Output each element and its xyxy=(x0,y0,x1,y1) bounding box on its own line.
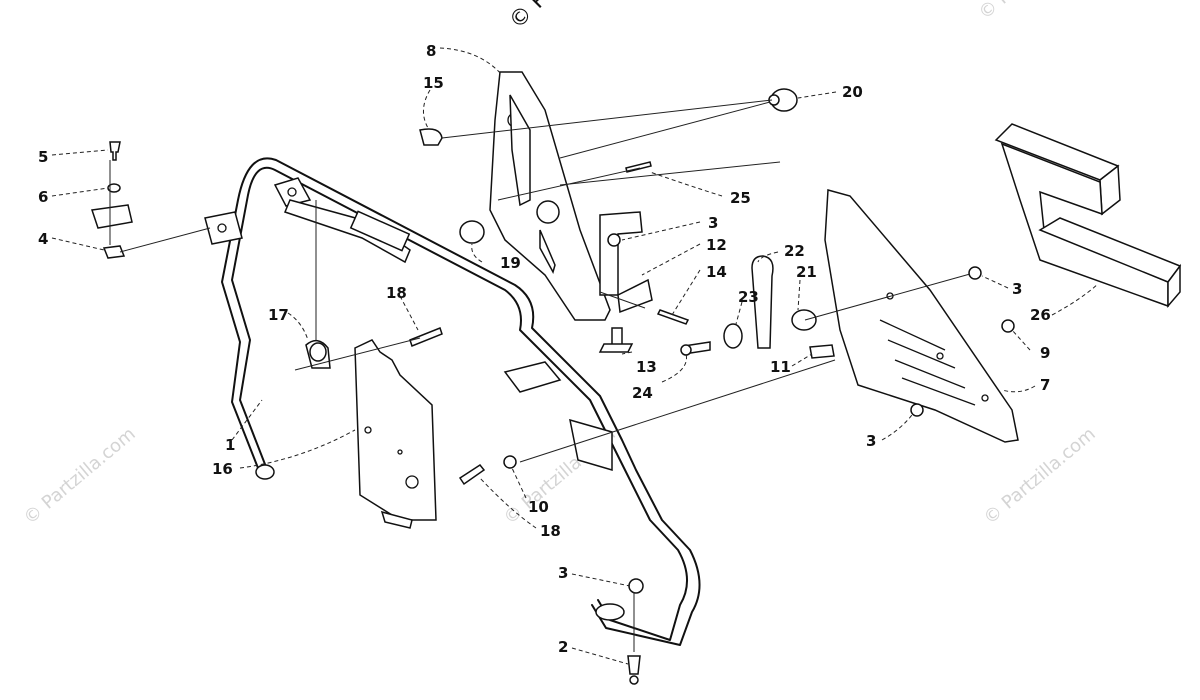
callout-6: 6 xyxy=(38,188,48,206)
callout-26: 26 xyxy=(1030,306,1051,324)
callout-8: 8 xyxy=(426,42,436,60)
callout-22: 22 xyxy=(784,242,805,260)
callout-16: 16 xyxy=(212,460,233,478)
pad-26 xyxy=(994,123,1182,309)
callout-13: 13 xyxy=(636,358,657,376)
side-plate-7 xyxy=(824,189,1019,443)
callout-leaders xyxy=(51,47,1099,665)
callout-labels: 8 15 20 5 6 4 25 3 12 19 14 22 21 3 26 1… xyxy=(38,42,1051,656)
callout-3-b: 3 xyxy=(1012,280,1022,298)
callout-18-a: 18 xyxy=(386,284,407,302)
plate-16 xyxy=(354,339,437,529)
callout-25: 25 xyxy=(730,189,751,207)
callout-15: 15 xyxy=(423,74,444,92)
callout-3-c: 3 xyxy=(558,564,568,582)
assembly-lines xyxy=(109,99,971,652)
callout-5: 5 xyxy=(38,148,48,166)
callout-24: 24 xyxy=(632,384,653,402)
callout-23: 23 xyxy=(738,288,759,306)
bracket-8 xyxy=(489,71,611,321)
small-parts xyxy=(91,88,1015,685)
callout-21: 21 xyxy=(796,263,817,281)
callout-20: 20 xyxy=(842,83,863,101)
strut xyxy=(283,199,411,264)
clamp-17 xyxy=(305,339,331,369)
callout-3-d: 3 xyxy=(866,432,876,450)
callout-7: 7 xyxy=(1040,376,1050,394)
callout-3-a: 3 xyxy=(708,214,718,232)
callout-19: 19 xyxy=(500,254,521,272)
callout-9: 9 xyxy=(1040,344,1050,362)
watermark-corner-right: © Partzilla.com xyxy=(975,0,1095,24)
bracket-12 xyxy=(599,211,653,314)
callout-17: 17 xyxy=(268,306,289,324)
watermark-left: © Partzilla.com xyxy=(20,423,140,528)
callout-10: 10 xyxy=(528,498,549,516)
callout-2: 2 xyxy=(558,638,568,656)
callout-14: 14 xyxy=(706,263,727,281)
callout-11: 11 xyxy=(770,358,791,376)
callout-18-b: 18 xyxy=(540,522,561,540)
bumper-frame xyxy=(204,157,701,646)
callout-12: 12 xyxy=(706,236,727,254)
callout-1: 1 xyxy=(225,436,235,454)
callout-4: 4 xyxy=(38,230,48,248)
watermark-top: © Pa xyxy=(505,0,561,34)
